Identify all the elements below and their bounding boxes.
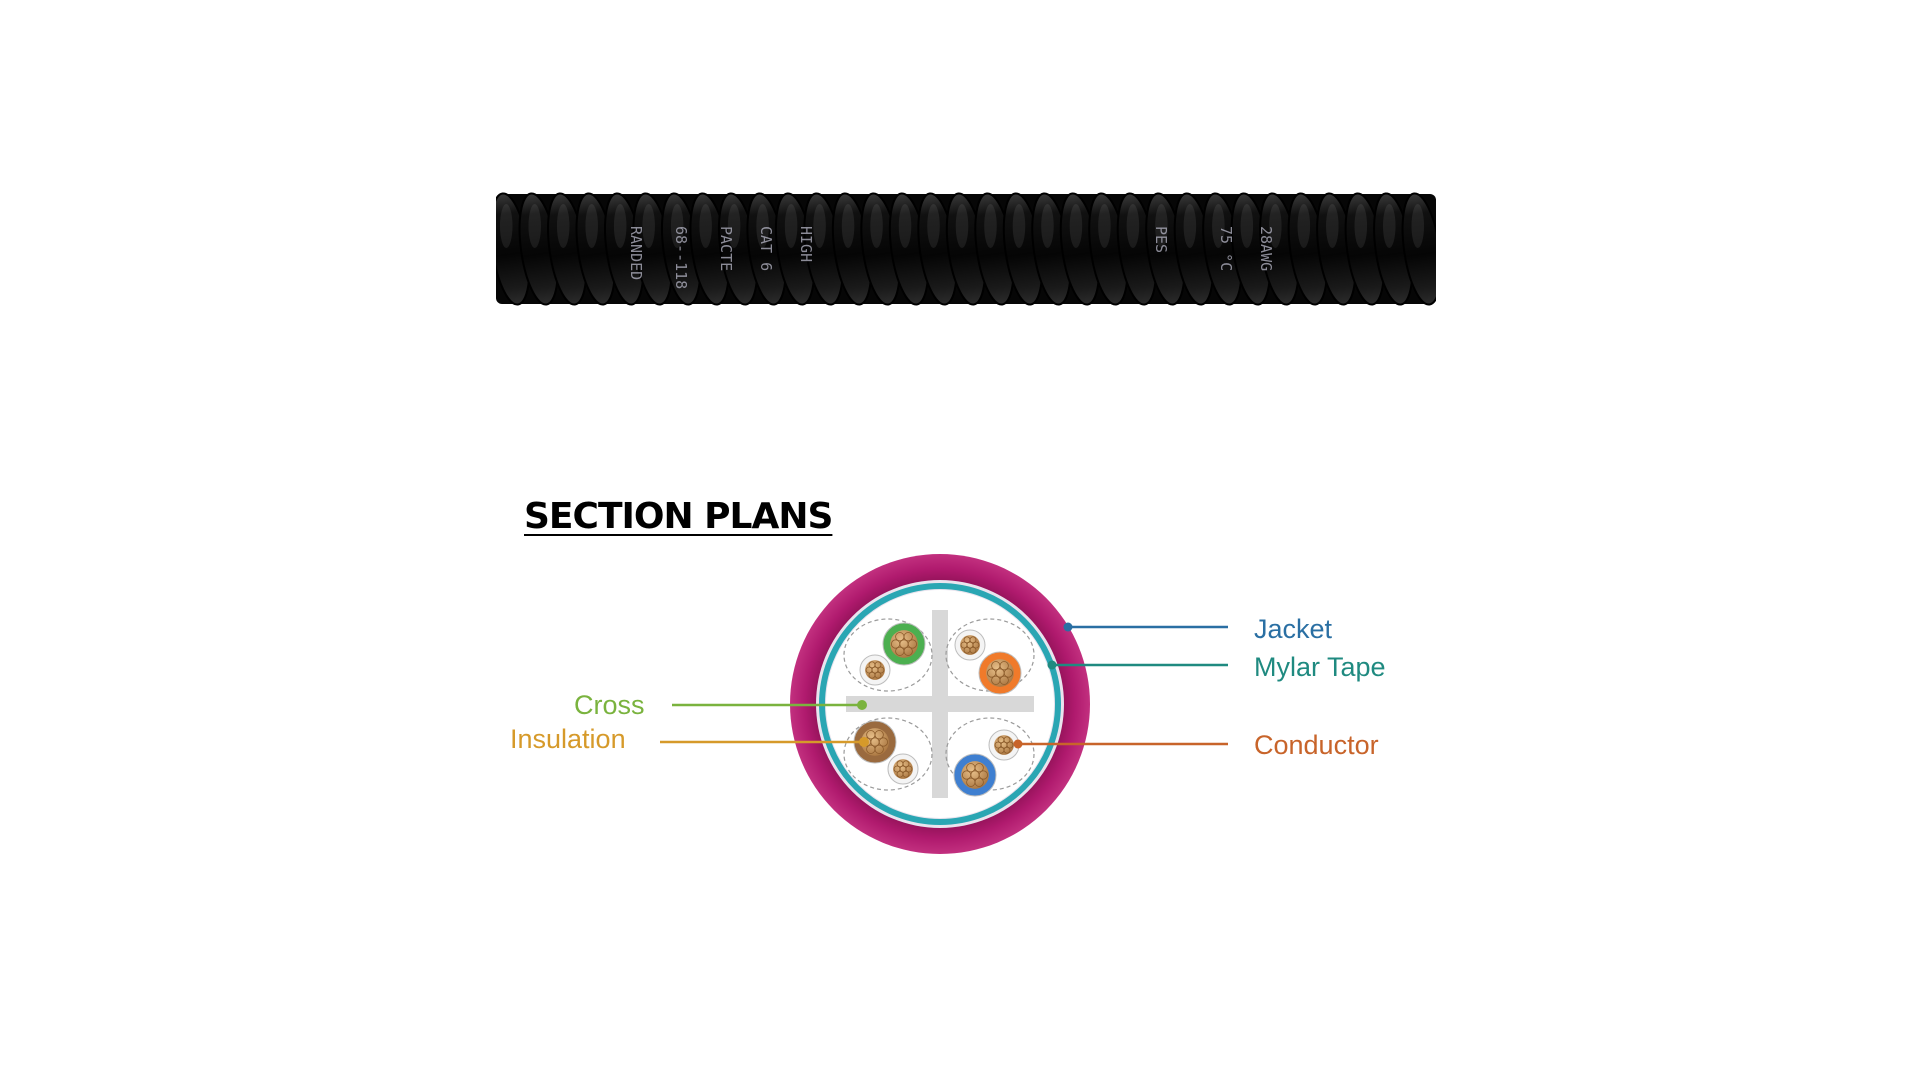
cable-print-mark: 68--118 — [672, 226, 690, 289]
coil-highlight — [955, 204, 969, 248]
cable-print-mark: 75 °C — [1217, 226, 1235, 271]
coil-highlight — [585, 204, 598, 248]
coil-highlight — [841, 204, 855, 248]
leader-dots — [857, 622, 1073, 749]
coil-highlight — [727, 204, 741, 248]
section-title: SECTION PLANS — [524, 496, 833, 537]
coil-highlight — [1354, 204, 1368, 248]
cable-print-mark: PES — [1152, 226, 1170, 253]
coil-highlight — [1240, 204, 1254, 248]
coil-highlight — [1411, 204, 1425, 248]
coil-highlight — [556, 204, 570, 248]
conductor-label: Conductor — [1254, 730, 1379, 760]
jacket-label: Jacket — [1254, 614, 1333, 644]
pair-blue-white-conductor — [988, 729, 1020, 761]
cable-print-mark: CAT 6 — [757, 226, 775, 271]
coil-highlight — [898, 204, 912, 248]
cable-print-text: RANDED 68--118 PACTE CAT 6 HIGH PES 75 °C 28AWG — [627, 226, 1275, 289]
mylar-tape-label: Mylar Tape — [1254, 652, 1386, 682]
coil-highlight — [1269, 204, 1282, 248]
coil-highlight — [1041, 204, 1054, 248]
insulation-label: Insulation — [510, 724, 626, 754]
coiled-cable-image: RANDED 68--118 PACTE CAT 6 HIGH PES 75 °C 28AWG — [496, 192, 1436, 306]
pair-orange-white-conductor — [954, 629, 986, 661]
pair-orange-colored-conductor — [978, 651, 1022, 695]
cross-separator — [846, 610, 1034, 798]
pair-green-colored-conductor — [882, 622, 926, 666]
coil-highlight — [613, 204, 627, 248]
coil-highlight — [642, 204, 655, 248]
coil-highlight — [1155, 204, 1168, 248]
coil-highlight — [670, 204, 684, 248]
coil-highlight — [1183, 204, 1197, 248]
coil-highlight — [1069, 204, 1083, 248]
coil-highlight — [528, 204, 541, 248]
cable-print-mark: RANDED — [627, 226, 645, 280]
coil-highlight — [1126, 204, 1140, 248]
coil-highlight — [1297, 204, 1311, 248]
coil-highlight — [927, 204, 940, 248]
cable-print-mark: HIGH — [797, 226, 815, 262]
coil-loop — [1401, 192, 1436, 306]
coil-highlight — [1012, 204, 1026, 248]
cable-print-mark: PACTE — [717, 226, 735, 271]
coil-highlight — [813, 204, 826, 248]
coil-highlight — [870, 204, 883, 248]
pair-brown-colored-conductor — [853, 720, 897, 764]
coil-highlight — [699, 204, 712, 248]
leader-lines — [660, 625, 1228, 746]
coil-highlight — [1212, 204, 1225, 248]
coil-highlight — [1383, 204, 1396, 248]
coil-loops — [496, 192, 1436, 306]
twisted-pairs — [853, 622, 1022, 797]
coil-highlight — [1098, 204, 1111, 248]
coil-highlight — [784, 204, 798, 248]
cross-label: Cross — [574, 690, 645, 720]
cable-print-mark: 28AWG — [1257, 226, 1275, 271]
pair-shields — [843, 618, 1035, 791]
pair-blue-colored-conductor — [953, 753, 997, 797]
coil-highlight — [756, 204, 769, 248]
coil-highlight — [1326, 204, 1339, 248]
coil-highlight — [499, 204, 513, 248]
coil-highlight — [984, 204, 997, 248]
pair-green-white-conductor — [859, 654, 891, 686]
pair-brown-white-conductor — [887, 753, 919, 785]
